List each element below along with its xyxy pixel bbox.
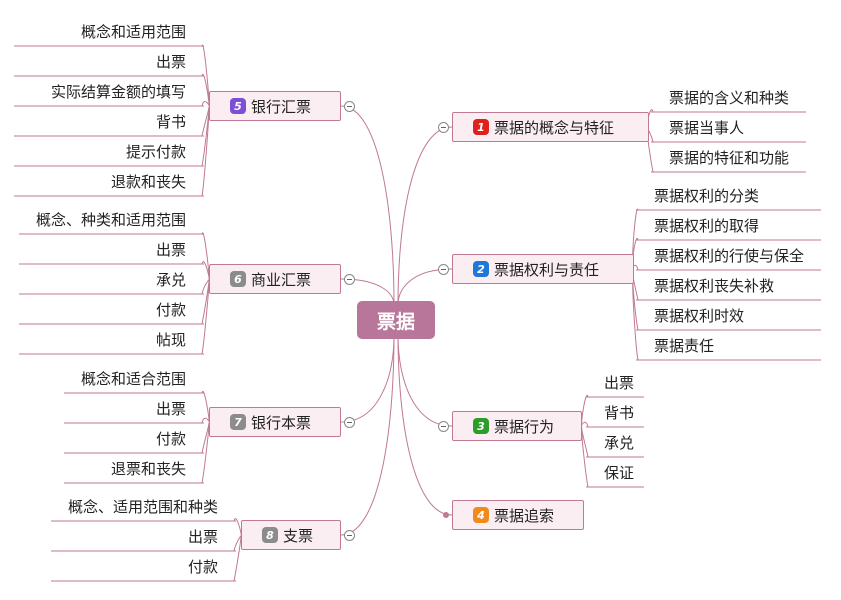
branch-label: 银行汇票 xyxy=(251,97,312,116)
leaf-topic[interactable]: 票据的特征和功能 xyxy=(669,149,790,167)
branch-topic[interactable]: 2 票据权利与责任 xyxy=(452,254,634,284)
root-connector xyxy=(340,334,395,423)
branch-label: 商业汇票 xyxy=(251,270,312,289)
endpoint-dot-icon xyxy=(443,512,449,518)
leaf-topic[interactable]: 概念、种类和适用范围 xyxy=(35,211,186,229)
leaf-topic[interactable]: 退票和丧失 xyxy=(110,460,186,478)
leaf-topic[interactable]: 出票 xyxy=(155,241,186,259)
leaf-connector xyxy=(581,421,589,428)
number-badge-icon: 5 xyxy=(230,98,246,114)
leaf-topic[interactable]: 出票 xyxy=(155,400,186,418)
leaf-connector xyxy=(581,394,589,427)
collapse-toggle-icon[interactable] xyxy=(438,420,449,432)
leaf-topic[interactable]: 承兑 xyxy=(155,271,186,289)
leaf-topic[interactable]: 提示付款 xyxy=(125,143,186,161)
number-badge-icon: 8 xyxy=(262,527,278,543)
collapse-toggle-icon[interactable] xyxy=(438,121,449,133)
leaf-topic[interactable]: 出票 xyxy=(187,528,218,546)
leaf-topic[interactable]: 概念和适用范围 xyxy=(80,23,186,41)
branch-label: 支票 xyxy=(283,526,314,545)
branch-label: 票据追索 xyxy=(494,506,555,525)
leaf-topic[interactable]: 票据权利的取得 xyxy=(654,217,760,235)
branch-label: 银行本票 xyxy=(251,413,312,432)
branch-topic[interactable]: 4 票据追索 xyxy=(452,500,584,530)
leaf-topic[interactable]: 概念、适用范围和种类 xyxy=(67,498,218,516)
branch-topic[interactable]: 6 商业汇票 xyxy=(209,264,341,294)
leaf-topic[interactable]: 票据权利时效 xyxy=(654,307,745,325)
branch-label: 票据权利与责任 xyxy=(494,260,600,279)
number-badge-icon: 4 xyxy=(473,507,489,523)
branch-topic[interactable]: 8 支票 xyxy=(241,520,341,550)
number-badge-icon: 3 xyxy=(473,418,489,434)
root-topic[interactable]: 票据 xyxy=(357,301,435,339)
collapse-toggle-icon[interactable] xyxy=(344,273,355,285)
number-badge-icon: 2 xyxy=(473,261,489,277)
branch-topic[interactable]: 7 银行本票 xyxy=(209,407,341,437)
collapse-toggle-icon[interactable] xyxy=(344,416,355,428)
leaf-topic[interactable]: 票据当事人 xyxy=(669,119,745,137)
leaf-topic[interactable]: 帖现 xyxy=(155,331,186,349)
branch-label: 票据的概念与特征 xyxy=(494,118,615,137)
root-connector xyxy=(397,334,453,516)
leaf-topic[interactable]: 出票 xyxy=(604,374,635,392)
leaf-topic[interactable]: 退款和丧失 xyxy=(110,173,186,191)
leaf-topic[interactable]: 保证 xyxy=(604,464,635,482)
collapse-toggle-icon[interactable] xyxy=(438,263,449,275)
leaf-topic[interactable]: 背书 xyxy=(155,113,186,131)
root-connector xyxy=(397,334,453,427)
leaf-topic[interactable]: 票据的含义和种类 xyxy=(669,89,790,107)
root-connector xyxy=(397,126,453,306)
number-badge-icon: 7 xyxy=(230,414,246,430)
branch-topic[interactable]: 3 票据行为 xyxy=(452,411,582,441)
root-connector xyxy=(340,105,395,306)
number-badge-icon: 6 xyxy=(230,271,246,287)
branch-topic[interactable]: 5 银行汇票 xyxy=(209,91,341,121)
root-connector xyxy=(340,334,395,536)
leaf-topic[interactable]: 概念和适合范围 xyxy=(80,370,186,388)
number-badge-icon: 1 xyxy=(473,119,489,135)
leaf-topic[interactable]: 出票 xyxy=(155,53,186,71)
leaf-topic[interactable]: 承兑 xyxy=(604,434,635,452)
collapse-toggle-icon[interactable] xyxy=(344,529,355,541)
leaf-topic[interactable]: 票据责任 xyxy=(654,337,715,355)
leaf-topic[interactable]: 付款 xyxy=(187,558,218,576)
leaf-topic[interactable]: 实际结算金额的填写 xyxy=(50,83,186,101)
leaf-topic[interactable]: 票据权利的行使与保全 xyxy=(654,247,805,265)
leaf-topic[interactable]: 付款 xyxy=(155,430,186,448)
branch-label: 票据行为 xyxy=(494,417,555,436)
leaf-topic[interactable]: 背书 xyxy=(604,404,635,422)
branch-topic[interactable]: 1 票据的概念与特征 xyxy=(452,112,649,142)
collapse-toggle-icon[interactable] xyxy=(344,100,355,112)
leaf-topic[interactable]: 票据权利的分类 xyxy=(654,187,760,205)
leaf-topic[interactable]: 票据权利丧失补救 xyxy=(654,277,775,295)
leaf-topic[interactable]: 付款 xyxy=(155,301,186,319)
